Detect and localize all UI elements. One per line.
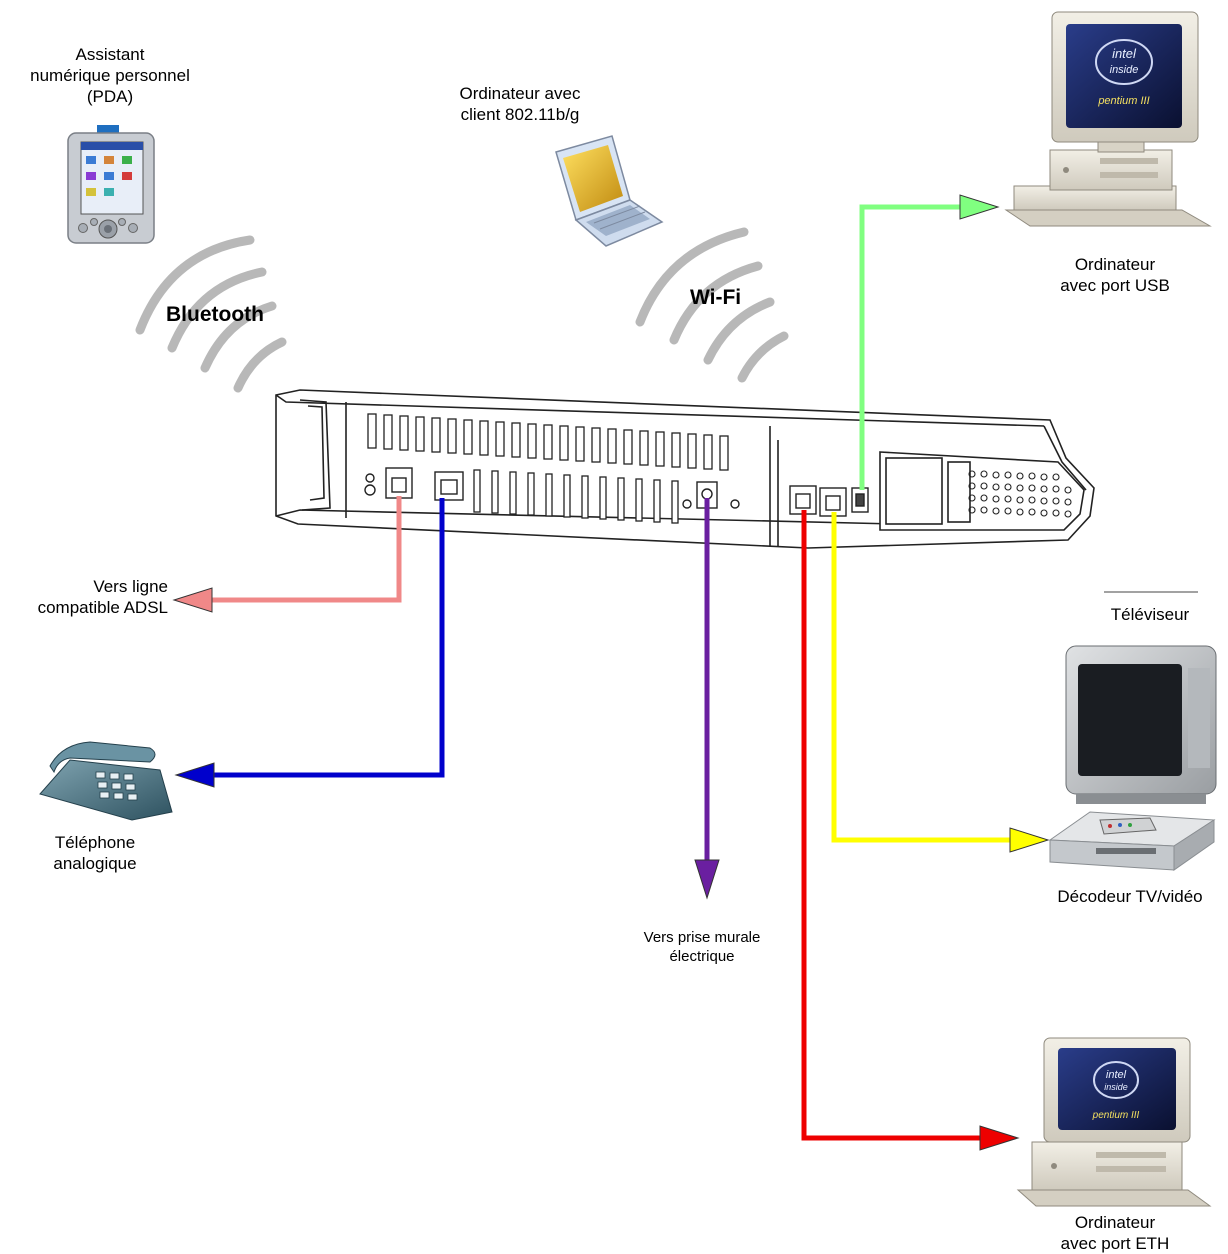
video-cable — [831, 512, 1050, 853]
pc-eth-icon: intel inside pentium III — [1016, 1037, 1212, 1207]
intel-inside-text-2: inside — [1104, 1082, 1128, 1092]
router-vents-top — [367, 413, 729, 471]
router-vents-bottom — [473, 469, 679, 524]
laptop-icon — [555, 135, 664, 247]
intel-logo-text: intel — [1112, 46, 1137, 61]
adsl-label: Vers ligne compatible ADSL — [37, 577, 168, 617]
pc-eth-label: Ordinateur avec port ETH — [1060, 1213, 1170, 1253]
power-label: Vers prise murale électrique — [643, 929, 761, 965]
wifi-label: Wi-Fi — [690, 286, 742, 309]
power-cable — [694, 498, 720, 900]
phone-label: Téléphone analogique — [53, 833, 137, 873]
eth-cable — [801, 510, 1020, 1151]
tv-label: Téléviseur — [1110, 605, 1190, 624]
bluetooth-label: Bluetooth — [166, 303, 264, 326]
pc-usb-icon: intel inside pentium III — [1004, 11, 1212, 227]
pentium-text-2: pentium III — [1092, 1110, 1140, 1121]
phone-port — [434, 471, 464, 501]
laptop-label: Ordinateur avec client 802.11b/g — [459, 84, 581, 124]
bluetooth-waves-icon — [135, 235, 287, 393]
intel-inside-text: inside — [1110, 64, 1139, 76]
adsl-cable — [172, 496, 402, 613]
intel-logo-text-2: intel — [1106, 1069, 1127, 1081]
decoder-label: Décodeur TV/vidéo — [1057, 887, 1203, 906]
pda-icon — [67, 125, 155, 244]
pentium-text: pentium III — [1097, 95, 1149, 107]
usb-cable — [859, 194, 1000, 490]
pc-usb-label: Ordinateur avec port USB — [1060, 255, 1170, 295]
phone-cable — [174, 498, 445, 788]
pda-label: Assistant numérique personnel (PDA) — [30, 45, 190, 106]
tv-icon — [1065, 645, 1217, 804]
decoder-icon — [1048, 811, 1216, 871]
router-ports — [364, 467, 869, 517]
phone-icon — [39, 741, 173, 821]
wifi-waves-icon — [635, 227, 789, 383]
router-side-grille — [968, 470, 1072, 518]
